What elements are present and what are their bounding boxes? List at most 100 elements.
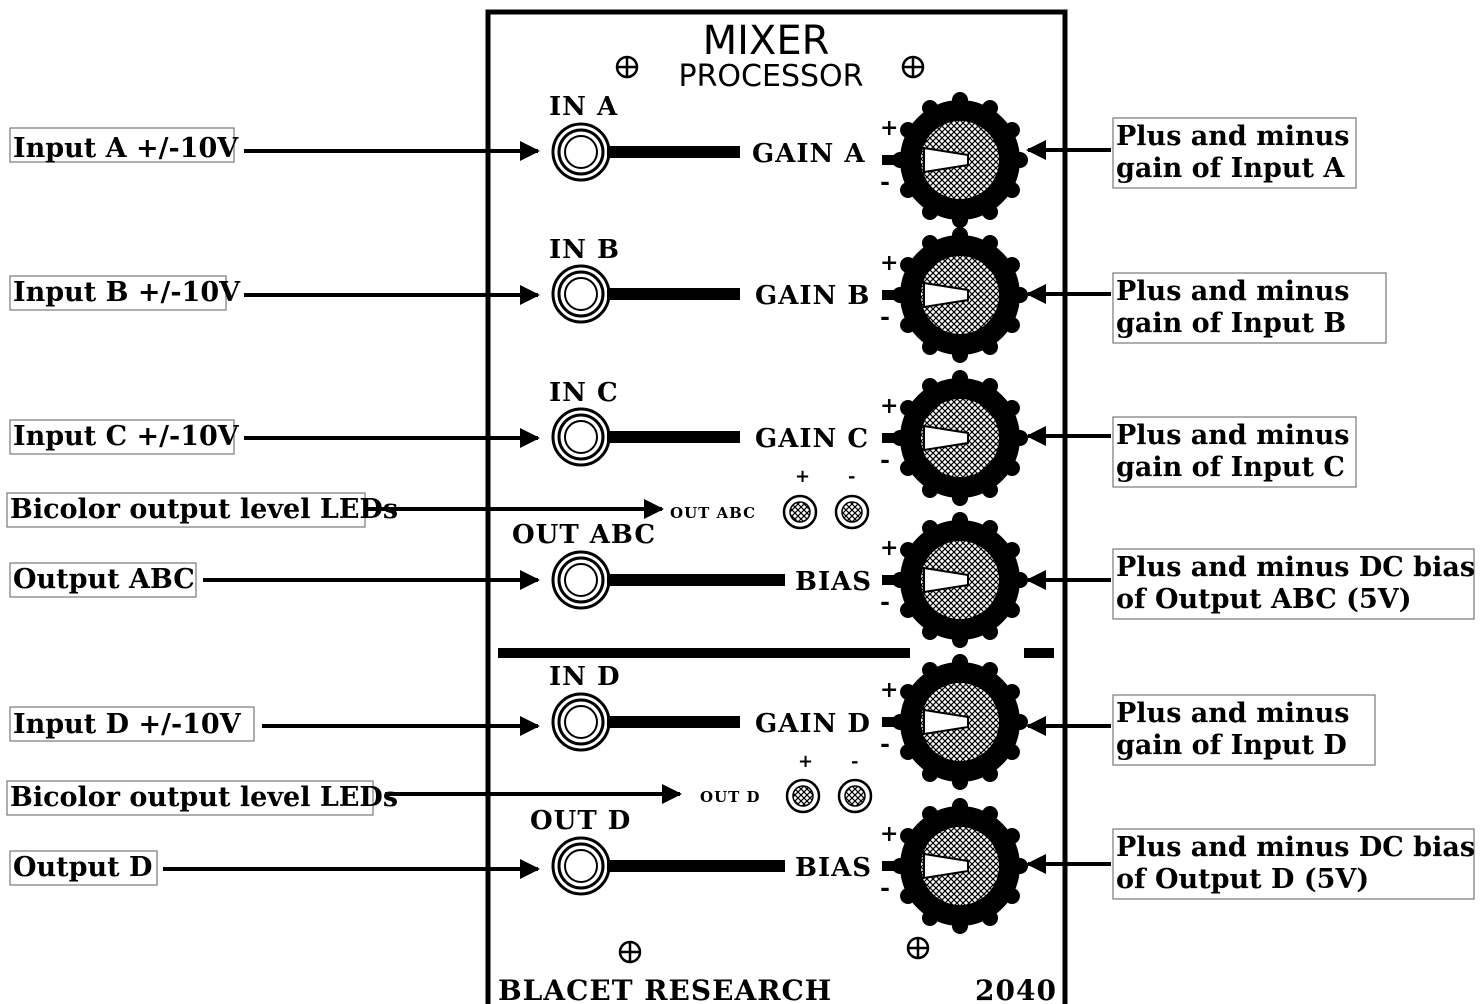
left-callout: Input D +/-10V (9, 706, 540, 742)
control-label: BIAS (795, 567, 872, 597)
knob[interactable] (892, 512, 1028, 648)
knob-minus-mark: - (880, 302, 891, 331)
jack-label: IN C (549, 378, 619, 408)
led-groups: OUT ABC+-OUT D+- (670, 466, 873, 814)
connector-bar (607, 574, 785, 586)
knob-plus-mark: + (880, 115, 899, 141)
callout-line2: of Output ABC (5V) (1116, 584, 1411, 615)
model-number: 2040 (975, 974, 1057, 1004)
mounting-screw-icon (901, 55, 925, 79)
callout-box (1112, 117, 1357, 189)
knob-center-tick (882, 861, 896, 871)
callout-line2: gain of Input D (1116, 730, 1347, 761)
knob[interactable] (892, 227, 1028, 363)
knob-minus-mark: - (880, 167, 891, 196)
knob-center-tick (882, 433, 896, 443)
left-callouts: Input A +/-10V Input B +/-10V Input C +/-1… (6, 127, 682, 886)
left-callout: Input A +/-10V (9, 127, 540, 164)
callout-box (1112, 548, 1475, 620)
led-group: OUT ABC+- (670, 466, 870, 530)
jack-socket[interactable] (551, 836, 611, 896)
control-label: GAIN C (755, 424, 869, 454)
control-label: GAIN A (752, 139, 866, 169)
connector-bar (607, 146, 740, 158)
channel-row: IN C GAIN C + - (549, 370, 1028, 506)
knob[interactable] (892, 654, 1028, 790)
knob-pointer (923, 566, 969, 594)
callout-box (9, 419, 235, 455)
knob[interactable] (892, 92, 1028, 228)
jack-socket[interactable] (551, 692, 611, 752)
jack-label: IN A (549, 92, 618, 122)
callout-box (9, 850, 158, 886)
knob-center-tick (882, 717, 896, 727)
knob-pointer (923, 424, 969, 452)
callout-line1: Plus and minus DC bias (1116, 552, 1475, 583)
control-label: GAIN B (755, 281, 870, 311)
left-callout: Output D (9, 850, 540, 886)
led-minus-label: - (848, 466, 856, 487)
knob-pointer (923, 281, 969, 309)
callout-label: Bicolor output level LEDs (10, 494, 398, 525)
callout-line1: Plus and minus (1116, 121, 1349, 152)
led-plus-label: + (798, 751, 814, 772)
jack-label: OUT ABC (512, 520, 656, 550)
callout-label: Input C +/-10V (13, 421, 240, 452)
left-callout: Output ABC (9, 562, 540, 598)
jack-label: OUT D (530, 806, 631, 836)
panel-title-line1: MIXER (703, 18, 830, 64)
channel-row: OUT D BIAS + - (530, 798, 1028, 934)
jack-socket[interactable] (551, 264, 611, 324)
callout-box (1112, 272, 1387, 344)
callout-line2: gain of Input B (1116, 308, 1346, 339)
jack-label: IN B (549, 235, 620, 265)
jack-socket[interactable] (551, 407, 611, 467)
callout-line1: Plus and minus (1116, 698, 1349, 729)
knob[interactable] (892, 370, 1028, 506)
knob-pointer (923, 852, 969, 880)
callout-line1: Plus and minus (1116, 276, 1349, 307)
led-minus-label: - (851, 751, 859, 772)
led-icon (834, 494, 870, 530)
jack-socket[interactable] (551, 550, 611, 610)
knob[interactable] (892, 798, 1028, 934)
callout-box (6, 780, 374, 816)
callout-label: Input A +/-10V (13, 133, 239, 164)
led-icon (837, 778, 873, 814)
callout-line1: Plus and minus (1116, 420, 1349, 451)
callout-line2: of Output D (5V) (1116, 864, 1369, 895)
left-callout: Bicolor output level LEDs (6, 492, 664, 528)
connector-bar (607, 716, 740, 728)
led-icon (785, 778, 821, 814)
panel-title-line2: PROCESSOR (679, 59, 864, 94)
left-callout: Input C +/-10V (9, 419, 540, 455)
callout-box (1112, 828, 1475, 900)
knob-plus-mark: + (880, 535, 899, 561)
led-group: OUT D+- (700, 751, 873, 814)
left-callout: Input B +/-10V (9, 275, 540, 311)
jack-socket[interactable] (551, 122, 611, 182)
callout-label: Input D +/-10V (13, 709, 242, 740)
knob-minus-mark: - (880, 873, 891, 902)
brand-label: BLACET RESEARCH (498, 974, 832, 1004)
mounting-screw-icon (906, 936, 930, 960)
knob-center-tick (882, 575, 896, 585)
led-icon (782, 494, 818, 530)
led-plus-label: + (795, 466, 811, 487)
callout-line2: gain of Input A (1116, 153, 1345, 184)
callout-label: Bicolor output level LEDs (10, 782, 398, 813)
control-label: BIAS (795, 853, 872, 883)
callout-line1: Plus and minus DC bias (1116, 832, 1475, 863)
callout-box (6, 492, 366, 528)
knob-plus-mark: + (880, 821, 899, 847)
knob-pointer (923, 146, 969, 174)
knob-center-tick (882, 155, 896, 165)
